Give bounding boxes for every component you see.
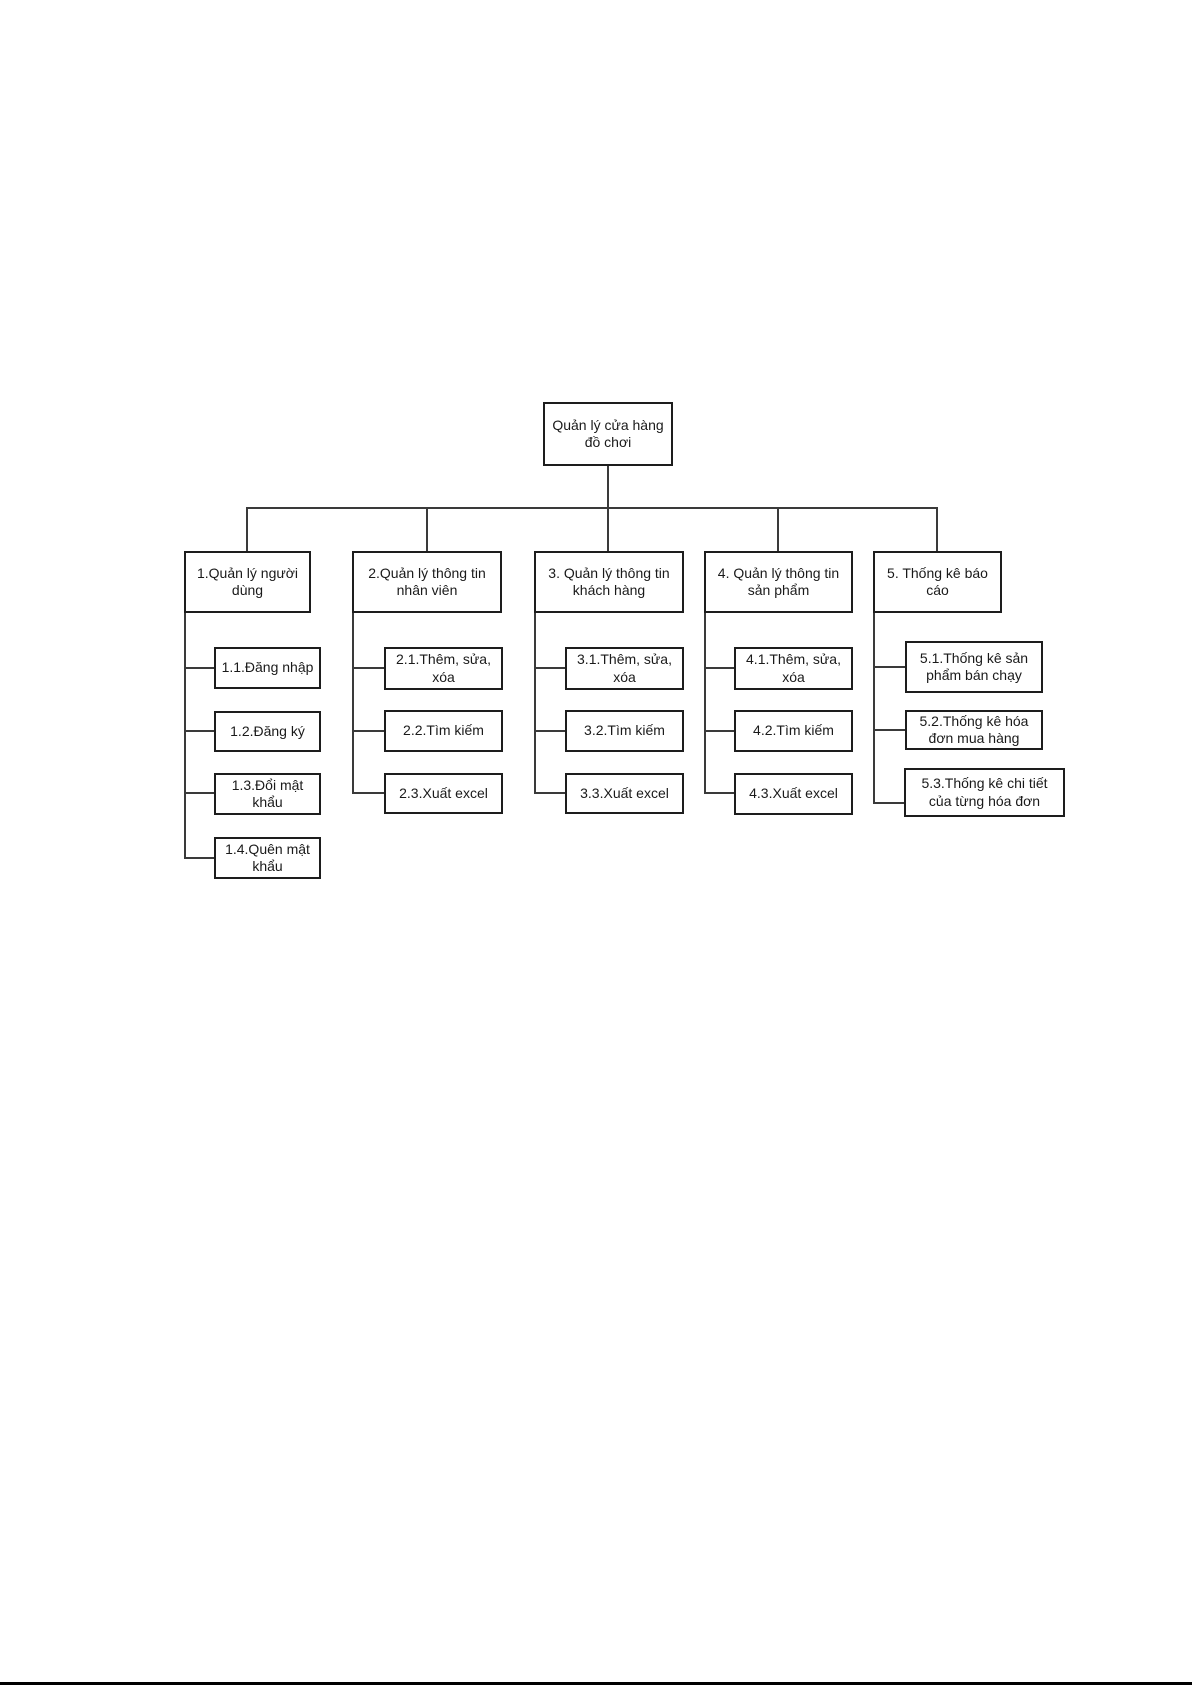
node-leaf-5-1: 5.1.Thống kê sản phẩm bán chạy [905,641,1043,693]
connector-root-vertical [607,466,609,508]
connector-spine-branch-5 [873,613,875,804]
node-root-label: Quản lý cửa hàng đồ chơi [552,416,664,450]
node-leaf-5-2-label: 5.2.Thống kê hóa đơn mua hàng [919,712,1029,746]
connector-stub-3-3 [534,792,565,794]
node-leaf-4-3: 4.3.Xuất excel [734,773,853,815]
connector-spine-branch-2 [352,613,354,794]
connector-drop-branch-2 [426,507,428,551]
connector-stub-1-1 [184,667,214,669]
node-leaf-2-3-label: 2.3.Xuất excel [399,784,488,801]
node-branch-5: 5. Thống kê báo cáo [873,551,1002,613]
node-leaf-1-3: 1.3.Đổi mật khẩu [214,773,321,815]
node-leaf-3-1: 3.1.Thêm, sửa, xóa [565,647,684,690]
node-branch-3: 3. Quản lý thông tin khách hàng [534,551,684,613]
node-leaf-2-2: 2.2.Tìm kiếm [384,710,503,752]
node-leaf-5-1-label: 5.1.Thống kê sản phẩm bán chạy [919,649,1029,683]
connector-stub-5-2 [873,729,905,731]
node-leaf-5-3: 5.3.Thống kê chi tiết của từng hóa đơn [904,768,1065,817]
node-leaf-5-2: 5.2.Thống kê hóa đơn mua hàng [905,710,1043,750]
node-leaf-1-2-label: 1.2.Đăng ký [230,722,305,739]
node-branch-1: 1.Quản lý người dùng [184,551,311,613]
connector-drop-branch-1 [246,507,248,551]
node-leaf-4-1-label: 4.1.Thêm, sửa, xóa [746,651,841,685]
connector-drop-branch-5 [936,507,938,551]
node-branch-1-label: 1.Quản lý người dùng [196,564,299,598]
connector-stub-3-1 [534,667,565,669]
connector-spine-branch-4 [704,613,706,794]
node-leaf-1-1-label: 1.1.Đăng nhập [221,659,314,676]
node-branch-2-label: 2.Quản lý thông tin nhân viên [368,564,486,598]
node-leaf-4-2: 4.2.Tìm kiếm [734,710,853,752]
node-branch-3-label: 3. Quản lý thông tin khách hàng [548,564,670,598]
connector-stub-5-1 [873,666,905,668]
node-leaf-3-3-label: 3.3.Xuất excel [580,784,669,801]
node-branch-2: 2.Quản lý thông tin nhân viên [352,551,502,613]
connector-spine-branch-1 [184,613,186,859]
node-leaf-1-2: 1.2.Đăng ký [214,711,321,752]
page-bottom-border [0,1682,1192,1685]
node-branch-4: 4. Quản lý thông tin sản phẩm [704,551,853,613]
node-leaf-1-4: 1.4.Quên mật khẩu [214,837,321,879]
connector-stub-5-3 [873,802,904,804]
node-leaf-3-2: 3.2.Tìm kiếm [565,710,684,752]
node-leaf-1-3-label: 1.3.Đổi mật khẩu [231,776,304,810]
connector-stub-4-1 [704,667,734,669]
node-leaf-4-2-label: 4.2.Tìm kiếm [753,722,834,739]
node-leaf-1-1: 1.1.Đăng nhập [214,647,321,689]
node-leaf-2-1: 2.1.Thêm, sửa, xóa [384,647,503,690]
node-leaf-3-2-label: 3.2.Tìm kiếm [584,722,665,739]
connector-stub-2-2 [352,730,384,732]
node-leaf-4-1: 4.1.Thêm, sửa, xóa [734,647,853,690]
connector-stub-1-2 [184,730,214,732]
node-branch-4-label: 4. Quản lý thông tin sản phẩm [717,564,840,598]
node-root: Quản lý cửa hàng đồ chơi [543,402,673,466]
node-leaf-4-3-label: 4.3.Xuất excel [749,785,838,802]
connector-stub-1-3 [184,792,214,794]
connector-bus [246,507,938,509]
connector-drop-branch-4 [777,507,779,551]
connector-spine-branch-3 [534,613,536,794]
node-leaf-2-1-label: 2.1.Thêm, sửa, xóa [396,651,491,685]
node-leaf-3-3: 3.3.Xuất excel [565,773,684,814]
connector-stub-1-4 [184,857,214,859]
node-leaf-3-1-label: 3.1.Thêm, sửa, xóa [577,651,672,685]
connector-stub-2-1 [352,667,384,669]
connector-drop-branch-3 [607,507,609,551]
connector-stub-3-2 [534,730,565,732]
node-leaf-2-3: 2.3.Xuất excel [384,773,503,814]
node-leaf-1-4-label: 1.4.Quên mật khẩu [225,840,310,874]
connector-stub-4-2 [704,730,734,732]
node-leaf-2-2-label: 2.2.Tìm kiếm [403,722,484,739]
connector-stub-2-3 [352,792,384,794]
node-branch-5-label: 5. Thống kê báo cáo [887,564,988,598]
node-leaf-5-3-label: 5.3.Thống kê chi tiết của từng hóa đơn [921,775,1048,809]
connector-stub-4-3 [704,792,734,794]
